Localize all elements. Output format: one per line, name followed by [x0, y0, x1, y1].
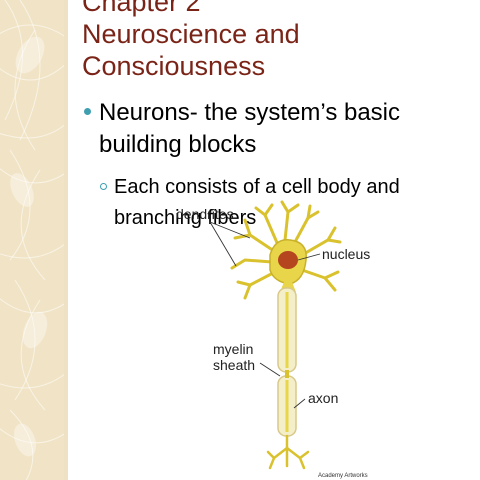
- title-line: Consciousness: [82, 51, 266, 81]
- decorative-sidebar: [0, 0, 64, 480]
- nucleus-shape: [278, 251, 298, 269]
- sub-bullet-ring-icon: [100, 183, 107, 190]
- sidebar-pattern: [0, 0, 64, 480]
- label-leader-lines: [209, 221, 321, 409]
- bullet-text: Neurons- the system’s basic building blo…: [99, 99, 401, 158]
- label-dendrites: dendrites: [176, 206, 234, 222]
- neuron-diagram: dendrites nucleus myelin sheath axon Aca…: [176, 200, 480, 480]
- axon-terminals-shape: [266, 434, 310, 470]
- title-line: Chapter 2: [82, 0, 201, 17]
- image-credit: Academy Artworks: [318, 473, 368, 479]
- sub-bullet-text: Each consists of a cell body and branchi…: [114, 176, 400, 229]
- title-line: Neuroscience and: [82, 19, 300, 49]
- bullet-dot-icon: [84, 108, 91, 115]
- slide-title: Chapter 2 Neuroscience and Consciousness: [82, 0, 472, 82]
- label-myelin: myelin: [213, 341, 254, 357]
- label-nucleus: nucleus: [322, 246, 371, 262]
- label-axon: axon: [308, 390, 339, 406]
- dendrites-shape: [230, 200, 342, 300]
- sidebar-edge: [64, 0, 68, 480]
- neuron-illustration: [209, 200, 342, 470]
- label-sheath: sheath: [213, 357, 256, 373]
